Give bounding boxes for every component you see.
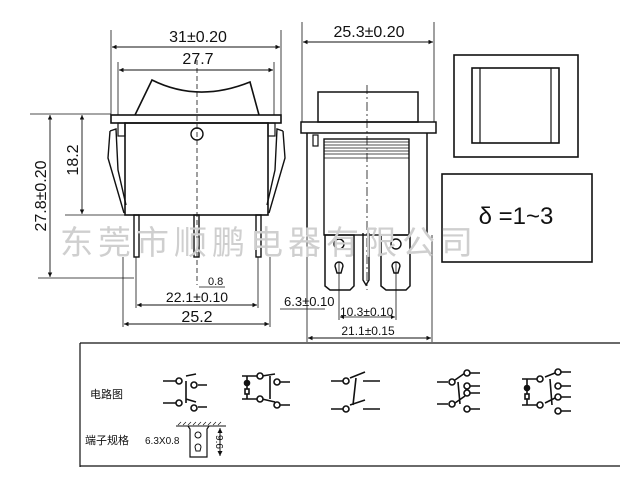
front-view: 31±0.20 27.7 27.8±0.20 18.2 0.8 22.1±0.1… bbox=[30, 29, 286, 327]
side-flange bbox=[300, 121, 437, 134]
dim-terminal-width: 6.3±0.10 bbox=[284, 294, 335, 309]
circuit-dpst-lamp bbox=[242, 372, 290, 409]
dim-terminal-span: 21.1±0.15 bbox=[341, 324, 395, 338]
left-snap-spring bbox=[107, 128, 127, 214]
circuit-spst-double bbox=[163, 373, 207, 412]
middle-pin bbox=[362, 233, 370, 287]
switch-body bbox=[124, 122, 269, 216]
spec-table: 电路图 端子规格 6.3X0.8 bbox=[79, 342, 620, 467]
dim-terminal-pitch: 10.3±0.10 bbox=[340, 305, 394, 319]
panel-thickness-box: δ =1~3 bbox=[441, 173, 593, 263]
terminal-right bbox=[380, 234, 411, 291]
pin bbox=[193, 214, 200, 258]
pin bbox=[255, 214, 262, 258]
side-view: 25.3±0.20 6.3±0.10 10.3±0.10 21.1±0.15 bbox=[280, 22, 437, 342]
circuit-dpdt-spring bbox=[331, 371, 380, 413]
dim-body-width: 25.2 bbox=[181, 309, 212, 326]
rocker-cap bbox=[317, 91, 419, 123]
dim-side-width: 25.3±0.20 bbox=[333, 24, 404, 41]
panel-thickness-text: δ =1~3 bbox=[479, 203, 554, 230]
circuit-diagram-label: 电路图 bbox=[90, 388, 123, 401]
right-snap-spring bbox=[266, 128, 286, 214]
terminal-left bbox=[324, 234, 355, 291]
terminal-spec-drawing bbox=[176, 421, 226, 458]
dim-body-height: 18.2 bbox=[65, 144, 82, 175]
terminal-spec-size: 6.3X0.8 bbox=[145, 436, 180, 447]
terminal-spec-length: 9.6 bbox=[213, 435, 224, 449]
top-view bbox=[453, 54, 579, 158]
dim-rocker-width: 27.7 bbox=[182, 51, 213, 68]
pin bbox=[133, 214, 140, 258]
dim-pin-span: 22.1±0.10 bbox=[166, 289, 228, 305]
side-body bbox=[323, 138, 410, 236]
rocker-button bbox=[134, 78, 260, 116]
dim-overall-height: 27.8±0.20 bbox=[33, 160, 50, 231]
circuit-dpdt bbox=[437, 369, 480, 413]
flange bbox=[110, 114, 282, 124]
dim-pin-thickness: 0.8 bbox=[208, 276, 223, 288]
circuit-dpdt-lamp bbox=[522, 368, 571, 415]
dim-overall-width: 31±0.20 bbox=[169, 29, 227, 46]
watermark: 东莞市顺鹏电器有限公司 bbox=[60, 223, 478, 262]
terminal-spec-label: 端子规格 bbox=[85, 433, 129, 447]
